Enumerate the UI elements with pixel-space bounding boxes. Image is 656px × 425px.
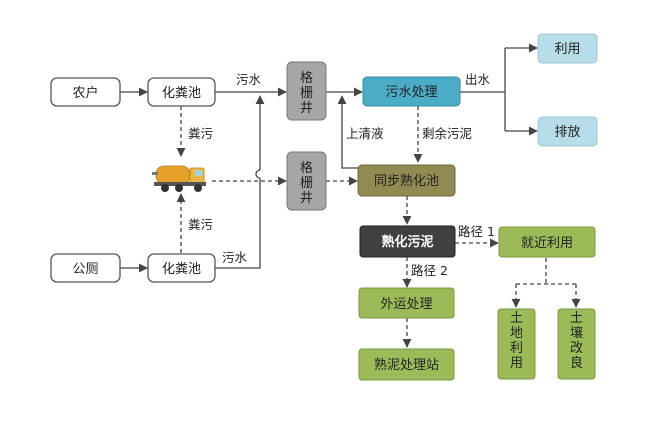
- node-discharge-label: 排放: [554, 125, 580, 140]
- node-sync-maturation: 同步熟化池: [357, 164, 456, 197]
- node-matured-sludge: 熟化污泥: [359, 225, 456, 258]
- node-gongce-label: 公厕: [72, 262, 98, 277]
- node-discharge: 排放: [537, 116, 598, 147]
- label-excess-sludge: 剩余污泥: [422, 126, 472, 141]
- node-sync-maturation-label: 同步熟化池: [374, 173, 439, 189]
- node-grille-top-label: 格栅井: [300, 70, 313, 116]
- label-sewage-bottom: 污水: [222, 250, 248, 265]
- connectors: [120, 43, 581, 348]
- node-huafenchi-bottom-label: 化粪池: [162, 262, 201, 277]
- label-feces-bottom: 粪污: [188, 217, 213, 232]
- node-land-use-label: 土地利用: [510, 311, 523, 371]
- node-nonghu-label: 农户: [72, 85, 98, 101]
- node-offsite-treatment-label: 外运处理: [380, 297, 432, 312]
- node-huafenchi-top: 化粪池: [147, 77, 216, 107]
- label-feces-top: 粪污: [188, 126, 213, 141]
- node-grille-bottom: 格栅井: [286, 151, 327, 211]
- node-soil-improvement: 土壤改良: [557, 308, 596, 380]
- node-grille-bottom-label: 格栅井: [300, 160, 313, 206]
- node-huafenchi-top-label: 化粪池: [162, 86, 201, 101]
- node-gongce: 公厕: [50, 253, 121, 283]
- node-grille-top: 格栅井: [286, 61, 327, 121]
- node-sewage-treatment-label: 污水处理: [385, 85, 437, 100]
- node-nearby-use: 就近利用: [498, 226, 596, 258]
- node-sewage-treatment: 污水处理: [362, 76, 461, 107]
- node-reuse-label: 利用: [554, 42, 580, 57]
- node-reuse: 利用: [537, 33, 598, 64]
- edge-bottom-sewage-vertical-a: [215, 178, 261, 269]
- label-supernatant: 上清液: [346, 126, 384, 141]
- label-route1: 路径 1: [458, 224, 495, 239]
- node-nearby-use-label: 就近利用: [521, 236, 573, 251]
- label-route2: 路径 2: [411, 263, 448, 278]
- node-soil-improvement-label: 土壤改良: [570, 311, 583, 371]
- node-offsite-treatment: 外运处理: [358, 287, 455, 319]
- node-huafenchi-bottom: 化粪池: [147, 253, 216, 283]
- node-sludge-station: 熟泥处理站: [358, 348, 455, 381]
- label-sewage-top: 污水: [236, 72, 262, 87]
- node-sludge-station-label: 熟泥处理站: [374, 357, 439, 373]
- label-effluent: 出水: [465, 72, 491, 87]
- edge-supernatant: [337, 95, 362, 169]
- node-nonghu: 农户: [50, 77, 121, 107]
- edge-bottom-sewage-bridge: [255, 169, 261, 179]
- sewage-truck-icon: [152, 165, 206, 192]
- node-land-use: 土地利用: [497, 308, 536, 380]
- node-matured-sludge-label: 熟化污泥: [381, 234, 433, 250]
